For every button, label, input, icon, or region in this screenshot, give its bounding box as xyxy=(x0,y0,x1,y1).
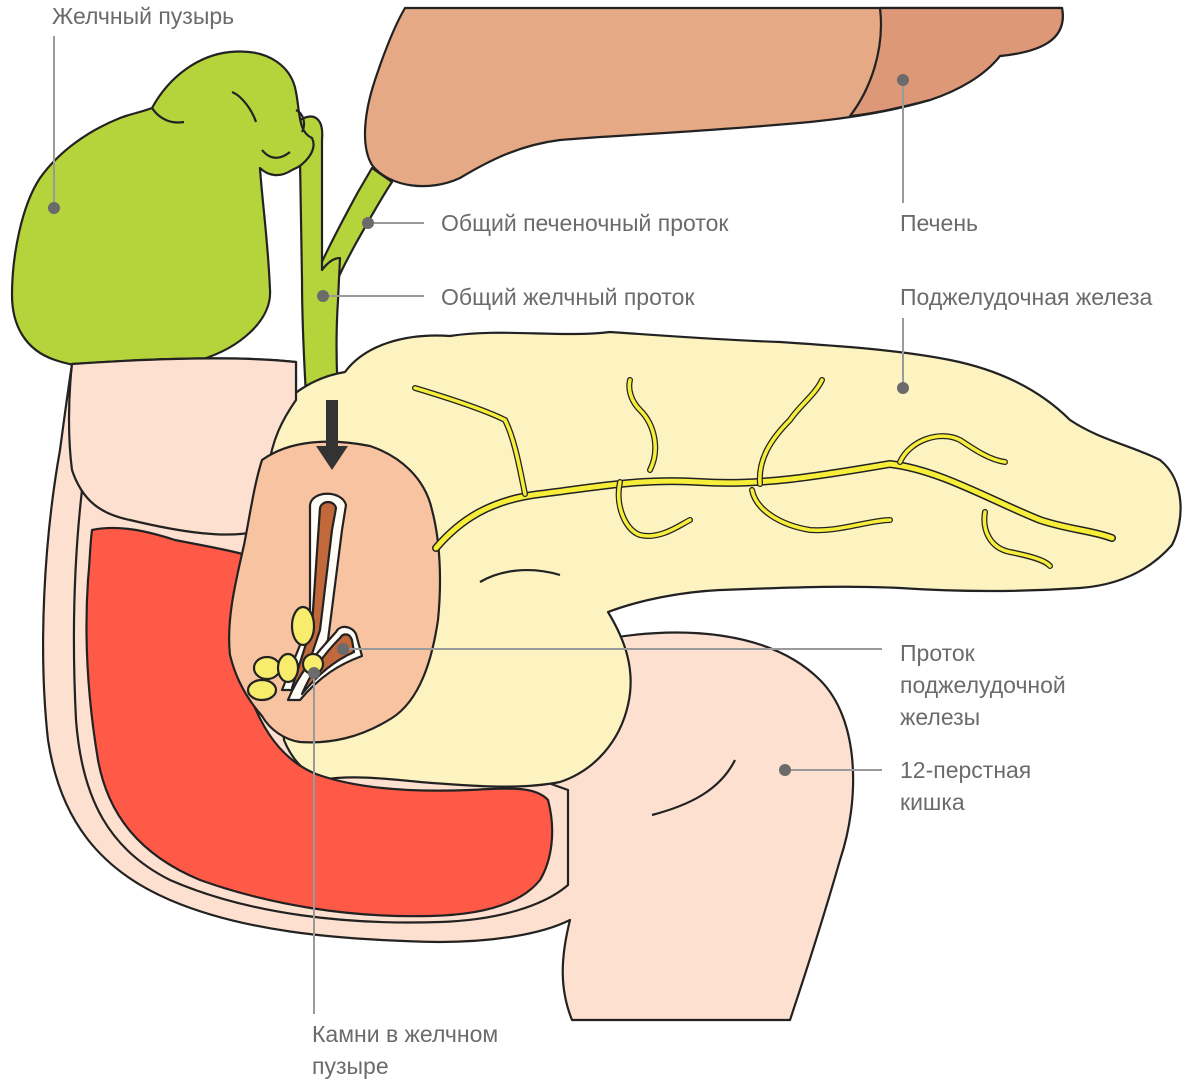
gallstone xyxy=(246,678,278,702)
label-pancreas: Поджелудочная железа xyxy=(897,284,1153,394)
pancreatic-duct-branch xyxy=(758,378,824,486)
label-duodenum-line-1: 12-перстная xyxy=(900,757,1031,783)
gallbladder xyxy=(10,50,315,371)
ampulla xyxy=(228,440,442,744)
marker-liver xyxy=(897,74,909,86)
label-pancreatic-duct-line-1: Проток xyxy=(900,640,976,666)
gallbladder-shape xyxy=(10,50,315,371)
label-gallstones-line-1: Камни в желчном xyxy=(312,1021,498,1047)
marker-duodenum xyxy=(779,764,791,776)
marker-pancreas xyxy=(897,382,909,394)
gallbladder-fold-2 xyxy=(231,90,258,123)
label-pancreatic-duct-line-2: поджелудочной xyxy=(900,672,1066,698)
duodenum-inner-wall xyxy=(72,489,570,924)
pancreas xyxy=(260,330,1182,788)
pancreatic-duct-branch xyxy=(617,480,692,538)
label-gallbladder: Желчный пузырь xyxy=(48,3,234,214)
arrow-shaft xyxy=(326,400,338,448)
pancreatic-duct-tree xyxy=(412,377,1116,569)
pancreatic-duct-branch xyxy=(413,386,527,496)
marker-common-bile-duct xyxy=(317,290,329,302)
gallstone xyxy=(252,655,282,681)
marker-gallbladder xyxy=(48,202,60,214)
label-gallstones: Камни в желчном пузыре xyxy=(308,667,505,1079)
common-bile-duct xyxy=(298,115,342,397)
marker-common-hepatic-duct xyxy=(362,217,374,229)
gallbladder-fold-4 xyxy=(261,149,291,159)
liver-lobe-shadow xyxy=(848,6,1064,118)
gallstone xyxy=(290,605,316,647)
pancreatic-duct-branch xyxy=(982,510,1052,568)
label-pancreas-text: Поджелудочная железа xyxy=(900,284,1153,310)
label-gallstones-text: Камни в желчном пузыре xyxy=(312,1021,505,1079)
label-duodenum: 12-перстная кишка xyxy=(779,757,1038,815)
pancreas-shape xyxy=(260,330,1182,788)
marker-gallstones xyxy=(308,667,320,679)
down-arrow-icon xyxy=(316,400,348,470)
label-liver-text: Печень xyxy=(900,210,978,236)
pancreatic-duct-branch xyxy=(898,434,1007,464)
label-gallbladder-text: Желчный пузырь xyxy=(52,3,234,29)
label-common-hepatic-duct: Общий печеночный проток xyxy=(362,210,729,236)
gallstone xyxy=(276,652,300,684)
label-common-bile-duct-text: Общий желчный проток xyxy=(441,284,695,310)
label-common-hepatic-duct-text: Общий печеночный проток xyxy=(441,210,729,236)
label-duodenum-line-2: кишка xyxy=(900,789,965,815)
duodenum-fold xyxy=(651,759,736,817)
label-pancreatic-duct: Проток поджелудочной железы xyxy=(337,640,1072,730)
pancreas-lobule-line xyxy=(479,569,561,583)
arrow-head xyxy=(316,446,348,470)
pancreatic-duct-branch xyxy=(627,378,657,472)
marker-pancreatic-duct xyxy=(337,643,349,655)
labels: Желчный пузырь Общий печеночный проток П… xyxy=(48,3,1153,1079)
label-pancreatic-duct-text: Проток поджелудочной железы xyxy=(900,640,1072,730)
pancreatic-duct-branch xyxy=(750,488,892,532)
gallbladder-fold-1 xyxy=(151,107,185,124)
label-duodenum-text: 12-перстная кишка xyxy=(900,757,1038,815)
liver xyxy=(363,6,1064,188)
gallbladder-fold-3 xyxy=(295,109,306,133)
label-pancreatic-duct-line-3: железы xyxy=(900,704,980,730)
label-common-bile-duct: Общий желчный проток xyxy=(317,284,695,310)
label-liver: Печень xyxy=(897,74,978,236)
gallstones xyxy=(246,605,325,702)
bile-ducts xyxy=(298,115,394,397)
label-gallstones-line-2: пузыре xyxy=(312,1053,389,1079)
